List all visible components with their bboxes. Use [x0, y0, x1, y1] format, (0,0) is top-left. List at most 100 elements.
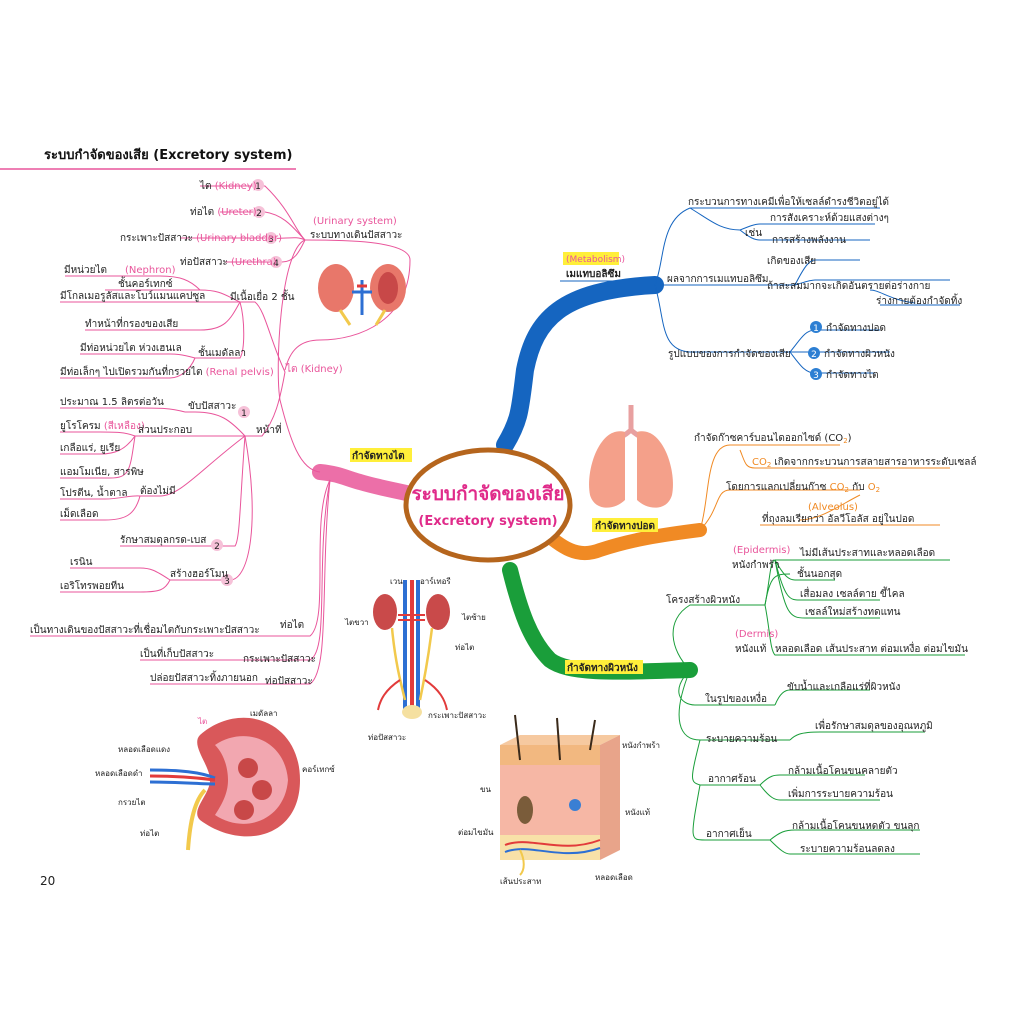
metabolism-must-remove: ร่างกายต้องกำจัดทิ้ง [876, 293, 962, 307]
way-3-number: 3 [813, 371, 819, 381]
fig-urethra-label: ท่อปัสสาวะ [368, 733, 406, 742]
metabolism-branch [496, 276, 664, 454]
hot-2: เพิ่มการระบายความร้อน [788, 786, 893, 800]
way-1-number: 1 [813, 324, 819, 334]
glomerulus: มีโกลเมอรูลัสและโบว์แมนแคปซูล [60, 289, 205, 302]
hormone: สร้างฮอร์โมน [170, 567, 228, 580]
epidermis-en: (Epidermis) [733, 545, 791, 556]
urinary-section [30, 185, 411, 685]
renin: เรนิน [70, 557, 93, 568]
epi-item-4: เซลล์ใหม่สร้างทดแทน [805, 606, 901, 618]
tubule: มีท่อหน่วยไต ห่วงเฮนเล [80, 342, 182, 354]
skin-branch-highlight [565, 660, 643, 674]
heat-desc: เพื่อรักษาสมดุลของอุณหภูมิ [815, 718, 933, 732]
fig-right-kidney-label: ไตขวา [344, 618, 369, 627]
blood: เม็ดเลือด [60, 506, 99, 520]
function: หน้าที่ [256, 422, 282, 436]
fig-vein-label: เวน [390, 577, 403, 586]
lung-co2: กำจัดก๊าซคาร์บอนไดออกไซด์ (CO2) [694, 432, 852, 445]
badge-acid-base: 2 [214, 542, 220, 552]
kidney-branch-label: กำจัดทางไต [352, 449, 405, 462]
epi-item-1: ไม่มีเส้นประสาทและหลอดเลือด [799, 547, 935, 559]
kidney-fig-cortex: คอร์เทกซ์ [302, 764, 335, 774]
epi-item-3: เสื่อมลง เซลล์ตาย ขี้ไคล [800, 586, 905, 600]
metabolism-energy: การสร้างพลังงาน [772, 234, 846, 246]
metabolism-result: ผลจากการเมแทบอลิซึม [667, 273, 768, 285]
kidney-fig-vein: หลอดเลือดดำ [95, 769, 143, 778]
way-3: กำจัดทางไต [826, 369, 879, 381]
skin-fig-hair: ขน [480, 785, 491, 794]
metabolism-waste: เกิดของเสีย [767, 255, 816, 267]
badge-4: 4 [273, 259, 279, 269]
page-title: ระบบกำจัดของเสีย (Excretory system) [44, 147, 292, 163]
kidney-fig-pelvis: กรวยไต [118, 798, 146, 807]
skin-fig-vessel: หลอดเลือด [595, 873, 633, 882]
pelvis: มีท่อเล็กๆ ไปเปิดรวมกันที่กรวยไต (Renal … [60, 364, 274, 378]
center-subtitle: (Excretory system) [418, 514, 557, 529]
kidney-branch [312, 464, 423, 503]
urinary-system-en: (Urinary system) [313, 216, 397, 227]
badge-hormone: 3 [224, 577, 230, 587]
bladder-desc: เป็นที่เก็บปัสสาวะ [140, 646, 214, 660]
urinary-system-figure [373, 580, 450, 719]
metabolism-ways-list: 1 กำจัดทางปอด 2 กำจัดทางผิวหนัง 3 กำจัดท… [808, 321, 895, 381]
filter: ทำหน้าที่กรองของเสีย [85, 316, 178, 330]
metabolism-synthesis: การสังเคราะห์ด้วยแสงต่างๆ [770, 212, 889, 224]
epi-item-2: ชั้นนอกสุด [797, 566, 842, 580]
badge-2: 2 [256, 209, 262, 219]
skin-fig-gland: ต่อมไขมัน [458, 828, 494, 837]
part-ureter: ท่อไต (Ureter) [190, 206, 257, 218]
metabolism-branch-label: เมแทบอลิซึม [566, 268, 621, 280]
cold: อากาศเย็น [706, 826, 752, 840]
lung-branch [528, 518, 707, 561]
urinary-badges: 1 2 3 4 1 2 3 [211, 179, 282, 587]
skin-fig-epidermis: หนังกำพร้า [622, 741, 660, 750]
metabolism-process: กระบวนการทางเคมีเพื่อให้เซลล์ดำรงชีวิตอย… [688, 194, 889, 208]
kidney-fig-medulla: เมดัลลา [250, 709, 278, 718]
metabolism-branch-highlight [563, 252, 619, 265]
lung-alveolus: ที่ถุงลมเรียกว่า อัลวีโอลัส อยู่ในปอด [762, 511, 914, 525]
part-bladder: กระเพาะปัสสาวะ (Urinary bladder) [120, 233, 282, 244]
metabolism-branch-en: (Metabolism) [566, 255, 625, 265]
epo: เอริโทรพอยทีน [60, 579, 124, 592]
kidney-label: ไต (Kidney) [285, 363, 343, 375]
sweat-desc: ขับน้ำและเกลือแร่ที่ผิวหนัง [787, 679, 900, 693]
urethra-label: ท่อปัสสาวะ [265, 676, 313, 687]
way-2: กำจัดทางผิวหนัง [824, 349, 895, 360]
kidney-fig-artery: หลอดเลือดแดง [118, 745, 170, 754]
acid-base: รักษาสมดุลกรด-เบส [120, 535, 206, 546]
lung-alveolus-en: (Alveolus) [808, 502, 858, 513]
composition: ส่วนประกอบ [138, 425, 192, 436]
ureter-label: ท่อไต [280, 619, 304, 631]
lung-lines [699, 444, 950, 531]
lung-branch-label: กำจัดทางปอด [595, 520, 655, 532]
fig-left-kidney-label: ไตซ้าย [461, 613, 486, 622]
kidney-fig-ureter: ท่อไต [140, 829, 159, 838]
urochrome: ยูโรโครม (สีเหลือง) [60, 419, 145, 432]
bladder-label: กระเพาะปัสสาวะ [243, 654, 316, 665]
lung-branch-highlight [592, 518, 658, 532]
must-not: ต้องไม่มี [140, 485, 176, 497]
part-urethra: ท่อปัสสาวะ (Urethra) [180, 257, 277, 268]
lung-exchange: โดยการแลกเปลี่ยนก๊าซ CO2 กับ O2 [726, 479, 880, 494]
fig-artery-label: อาร์เทอรี [420, 576, 451, 586]
kidney-pair-illustration [318, 264, 406, 326]
badge-urine: 1 [241, 409, 247, 419]
center-title: ระบบกำจัดของเสีย [411, 483, 564, 505]
part-kidney: ไต (Kidney) [199, 180, 257, 192]
metabolism-ways: รูปแบบของการกำจัดของเสีย [668, 348, 791, 360]
urine-amount: ประมาณ 1.5 ลิตรต่อวัน [60, 397, 164, 408]
nephron: มีหน่วยไต [64, 264, 107, 276]
urinary-system-th: ระบบทางเดินปัสสาวะ [310, 230, 402, 241]
medulla: ชั้นเมดัลลา [198, 345, 246, 359]
skin-structure: โครงสร้างผิวหนัง [666, 593, 740, 606]
ammonia: แอมโมเนีย, สารพิษ [60, 465, 144, 478]
cortex: ชั้นคอร์เทกซ์ [118, 276, 173, 290]
way-1: กำจัดทางปอด [826, 323, 886, 334]
cold-2: ระบายความร้อนลดลง [800, 843, 895, 855]
layers: มีเนื้อเยื่อ 2 ชั้น [230, 289, 295, 303]
hot-1: กล้ามเนื้อโคนขนคลายตัว [788, 763, 898, 777]
skin-fig-nerve: เส้นประสาท [500, 877, 541, 886]
urethra-desc: ปล่อยปัสสาวะทิ้งภายนอก [150, 670, 258, 684]
